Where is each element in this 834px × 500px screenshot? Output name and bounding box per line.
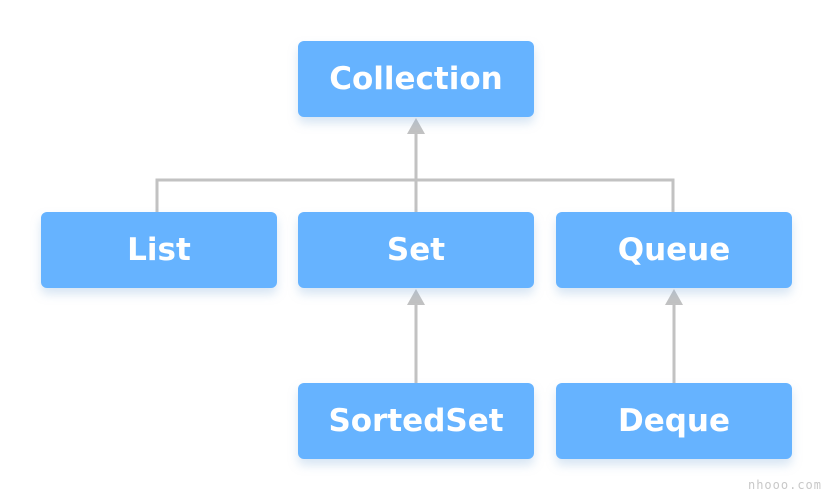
node-collection: Collection	[298, 41, 534, 117]
node-set: Set	[298, 212, 534, 288]
node-deque: Deque	[556, 383, 792, 459]
arrowhead-queue	[665, 289, 683, 305]
arrowhead-set	[407, 289, 425, 305]
node-sortedset: SortedSet	[298, 383, 534, 459]
watermark: nhooo.com	[747, 478, 822, 492]
arrowhead-collection	[407, 118, 425, 134]
node-queue: Queue	[556, 212, 792, 288]
node-list: List	[41, 212, 277, 288]
